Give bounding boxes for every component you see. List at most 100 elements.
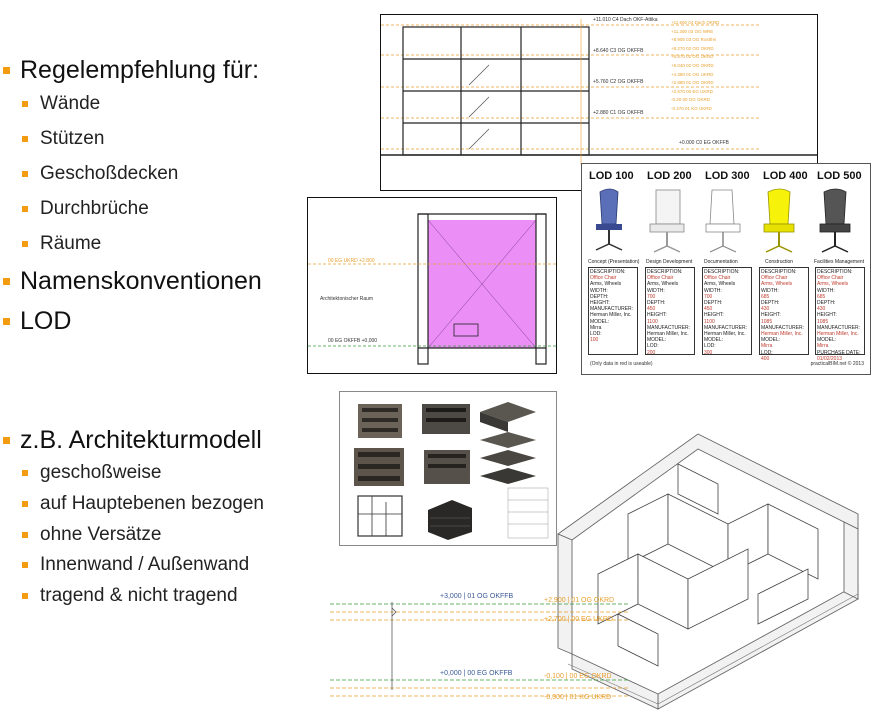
lod-line: LOD: xyxy=(704,343,716,350)
level-label: +8.270 02 OG OKRD xyxy=(671,45,714,51)
lod-line: PURCHASE DATE: xyxy=(817,349,861,356)
lod-line: MANUFACTURER: xyxy=(590,306,634,313)
building-thumbnail-icon xyxy=(424,450,470,484)
lod-caption: Design Development xyxy=(646,259,693,265)
bullet-square-icon xyxy=(22,171,28,177)
level-label-top: 00 EG UKRD +2.800 xyxy=(328,258,375,264)
bullet-square-icon xyxy=(3,437,10,444)
lod-line: Herman Miller, Inc. xyxy=(647,331,689,338)
lod-line: 430 xyxy=(761,306,770,313)
chair-lod300-icon xyxy=(705,189,741,253)
lod-line: 01/02/2013 xyxy=(817,355,843,362)
lod-line: 1085 xyxy=(817,318,829,325)
lod-line: 300 xyxy=(704,349,713,356)
level-label-bottom: 00 EG OKFFB +0,000 xyxy=(328,338,378,344)
lod-line: Herman Miller, Inc. xyxy=(817,331,859,338)
lod-line: 400 xyxy=(761,355,770,362)
level-label: +2,900 | 01 OG OKRD xyxy=(544,597,615,604)
bullet-hauptebenen: auf Hauptebenen bezogen xyxy=(22,493,264,515)
room-section-drawing: 00 EG UKRD +2.800 Architektonischer Raum… xyxy=(307,197,557,374)
building-thumbnail-icon xyxy=(422,404,470,434)
level-label: +11.300 03 OG WRE xyxy=(671,28,714,34)
wall-model-3d xyxy=(528,404,868,710)
lod-line: Arms, Wheels xyxy=(761,281,793,288)
building-section-drawing: +11.010 C4 Dach OKF-Attika +8.640 C3 OG … xyxy=(380,14,818,191)
chair-lod100-icon xyxy=(595,188,623,251)
lod-line: MANUFACTURER: xyxy=(647,324,691,331)
level-label: +0,000 | 00 EG OKFFB xyxy=(440,670,513,677)
bullet-tragend: tragend & nicht tragend xyxy=(22,585,238,607)
bullet-geschossdecken: Geschoßdecken xyxy=(22,163,178,185)
levels-svg xyxy=(330,602,630,697)
lod-line: 430 xyxy=(817,306,826,313)
bullet-square-icon xyxy=(3,67,10,74)
level-labels-right: +11.500 04 Dach OKRD +11.300 03 OG WRE +… xyxy=(671,19,719,114)
bullet-waende: Wände xyxy=(22,93,100,115)
lod-line: 700 xyxy=(704,293,713,300)
lod-header: LOD 300 xyxy=(705,170,750,182)
lod-line: DESCRIPTION: xyxy=(590,269,626,275)
lod-line: MANUFACTURER: xyxy=(817,324,861,331)
level-label: +4.380 01 OG UKRD xyxy=(671,71,714,77)
lod-line: WIDTH: xyxy=(590,287,608,294)
lod-line: WIDTH: xyxy=(817,287,835,294)
lod-chairs xyxy=(595,188,851,253)
bullet-innenwand: Innenwand / Außenwand xyxy=(22,554,249,576)
bullet-durchbrueche: Durchbrüche xyxy=(22,198,149,220)
levels-drawing: +3,000 | 01 OG OKFFB +0,000 | 00 EG OKFF… xyxy=(330,590,630,710)
chair-lod200-icon xyxy=(649,189,685,253)
building-thumbnail-icon xyxy=(358,404,402,438)
lod-line: Herman Miller, Inc. xyxy=(761,331,803,338)
bullet-regelempfehlung: Regelempfehlung für: xyxy=(3,56,259,85)
level-label: +0.000 C0 EG OKFFB xyxy=(679,140,729,146)
lod-line: 1100 xyxy=(647,318,658,325)
bullet-square-icon xyxy=(22,501,28,507)
lod-line: DESCRIPTION: xyxy=(761,269,797,275)
model-thumbnails-svg xyxy=(354,402,549,540)
lod-line: LOD: xyxy=(590,331,602,338)
level-label: +2.880 01 OG OKRD xyxy=(671,80,714,86)
bullet-ohne-versaetze: ohne Versätze xyxy=(22,524,161,546)
level-label: +2.880 C1 OG OKFFB xyxy=(593,110,644,116)
lod-line: 450 xyxy=(647,306,656,313)
desk xyxy=(453,323,479,337)
bullet-square-icon xyxy=(22,562,28,568)
lod-caption: Concept (Presentation) xyxy=(588,259,640,265)
lod-line: WIDTH: xyxy=(647,287,665,294)
level-lines xyxy=(381,24,761,150)
lod-line: LOD: xyxy=(761,349,773,356)
lod-line: Mirra xyxy=(590,324,602,331)
level-label: +5.760 C2 OG OKFFB xyxy=(593,79,644,85)
building-thumbnail-icon xyxy=(480,402,536,432)
lod-header: LOD 500 xyxy=(817,170,862,182)
lod-line: MODEL: xyxy=(590,318,610,325)
lod-line: Arms, Wheels xyxy=(817,281,849,288)
lod-line: Mirra xyxy=(817,343,829,350)
bullet-raeume: Räume xyxy=(22,233,101,255)
lod-header: LOD 200 xyxy=(647,170,692,182)
bullet-stuetzen: Stützen xyxy=(22,128,104,150)
lod-line: Mirra xyxy=(761,343,773,350)
lod-line: Office Chair xyxy=(590,275,617,282)
lod-line: 100 xyxy=(590,337,599,344)
bullet-square-icon xyxy=(22,241,28,247)
bullet-square-icon xyxy=(22,470,28,476)
lod-line: MODEL: xyxy=(704,337,724,344)
bullet-geschossweise: geschoßweise xyxy=(22,462,161,484)
lod-line: 1100 xyxy=(704,318,715,325)
bullet-namenskonventionen: Namenskonventionen xyxy=(3,267,262,296)
level-label: +6.870 02 OG UKRD xyxy=(671,54,714,60)
lod-line: MANUFACTURER: xyxy=(704,324,748,331)
lod-line: MODEL: xyxy=(761,337,781,344)
lod-line: DESCRIPTION: xyxy=(704,269,740,275)
lod-line: Arms, Wheels xyxy=(704,281,736,288)
lod-line: HEIGHT: xyxy=(590,300,610,307)
room-walls xyxy=(417,213,547,365)
stairs xyxy=(468,64,490,150)
room-label: Architektonischer Raum xyxy=(320,296,374,302)
level-label: -0.20 00 OG OKRD xyxy=(671,97,711,103)
floor-plan-thumbnail-icon xyxy=(357,495,403,537)
building-thumbnail-icon xyxy=(354,448,404,486)
